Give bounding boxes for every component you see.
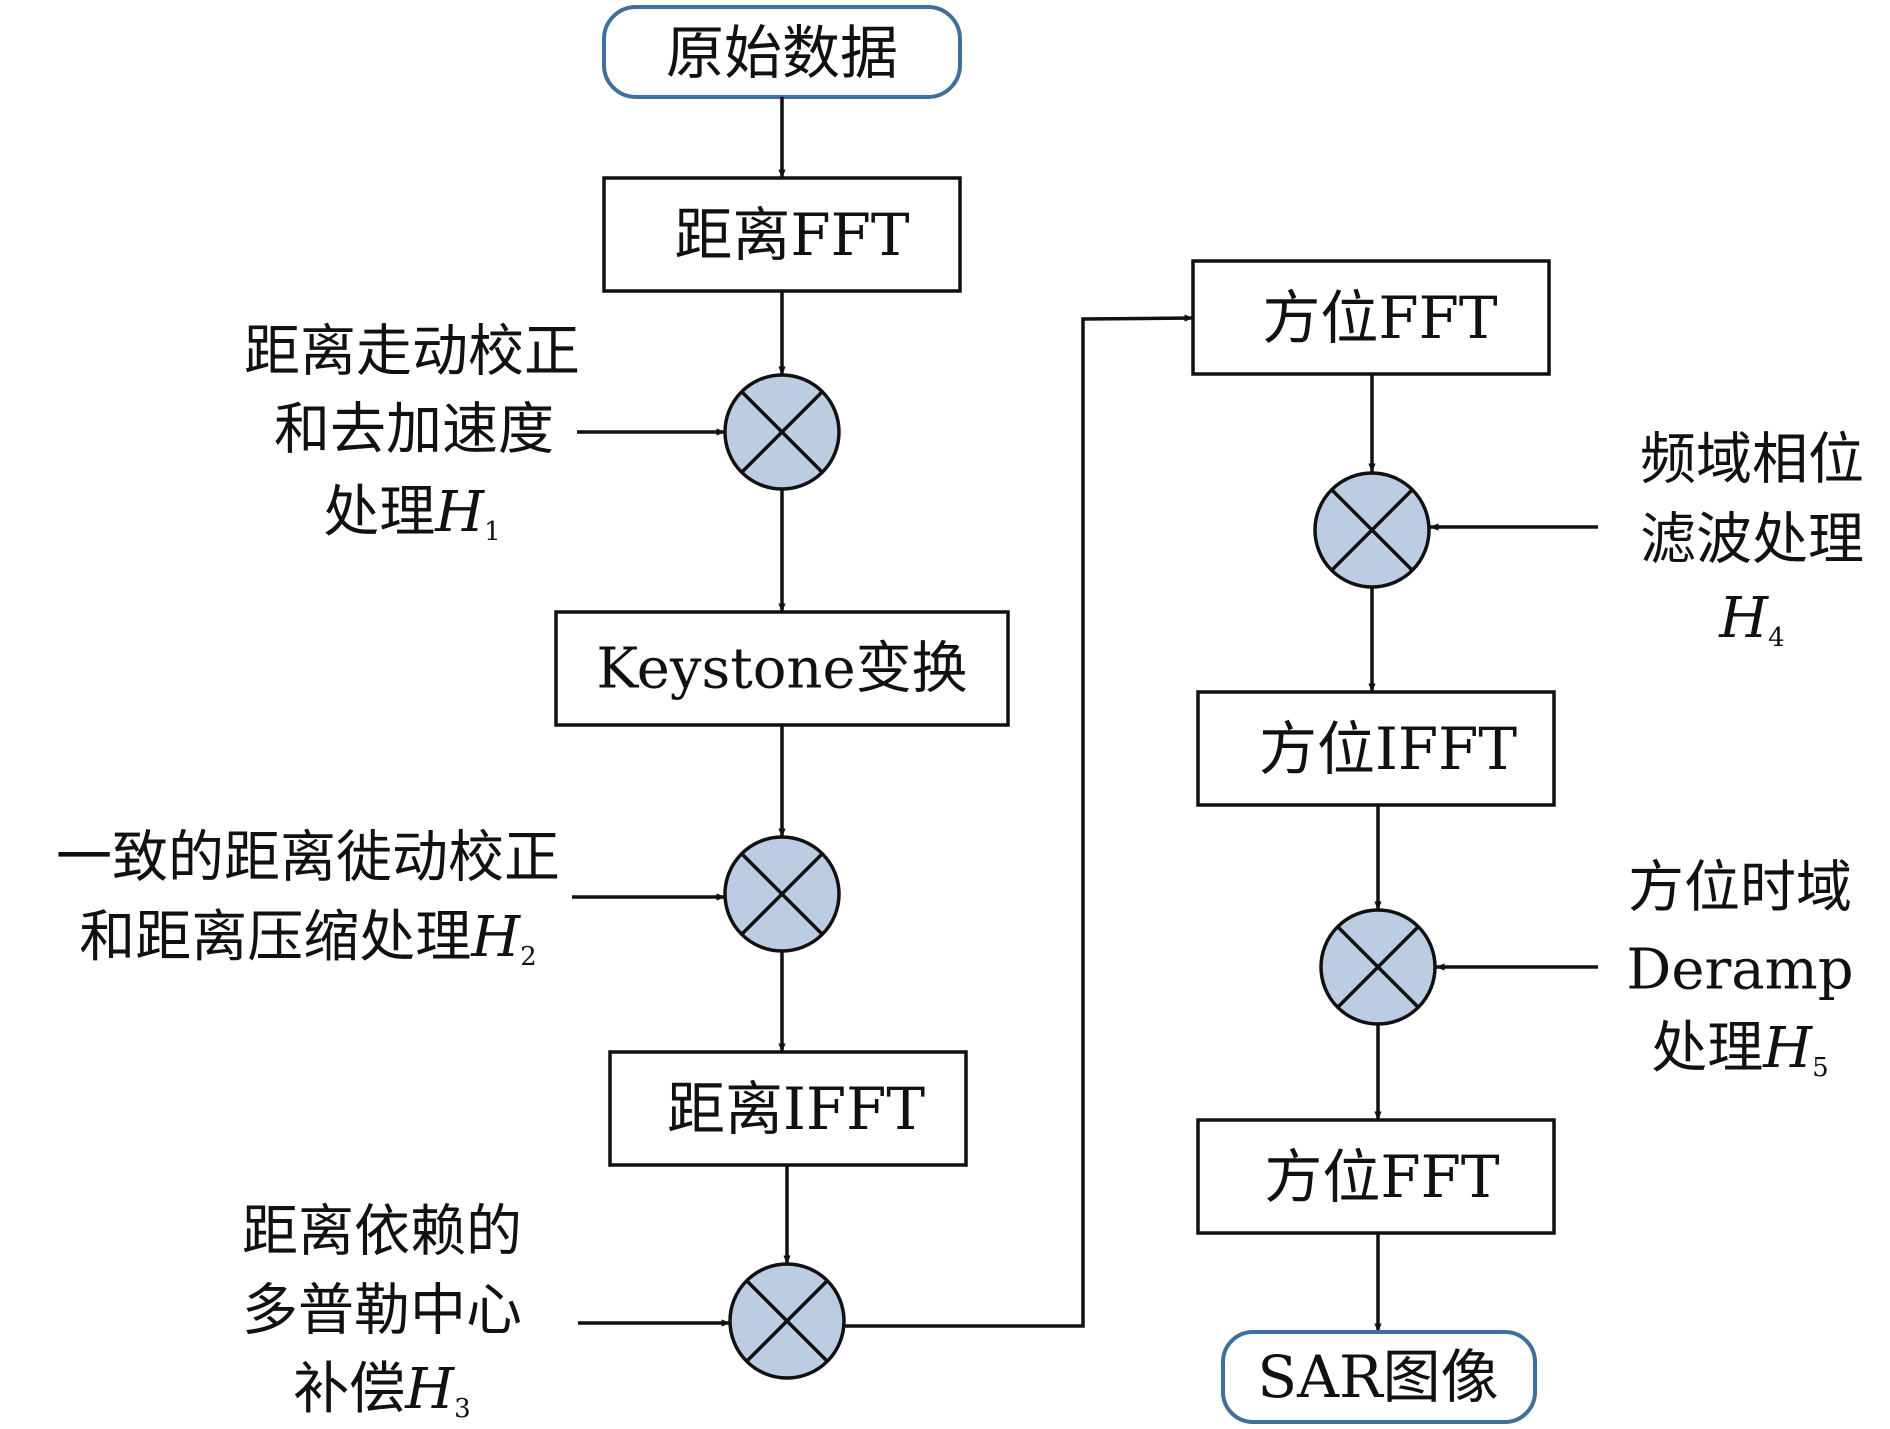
- h5-line-1: 方位时域: [1628, 856, 1852, 921]
- svg-text:处理H1: 处理H1: [323, 480, 500, 548]
- node-azimuth-fft-1-label: 方位FFT: [1262, 284, 1497, 352]
- node-azimuth-ifft-label: 方位IFFT: [1259, 715, 1517, 783]
- h5-subscript: 5: [1812, 1053, 1829, 1083]
- h4-symbol: H: [1718, 586, 1769, 651]
- mixer-1: [723, 373, 841, 491]
- node-start-label: 原始数据: [666, 19, 898, 87]
- svg-text:处理H5: 处理H5: [1651, 1016, 1828, 1084]
- h1-symbol: H: [434, 480, 485, 545]
- svg-text:和距离压缩处理H2: 和距离压缩处理H2: [79, 905, 536, 973]
- h5-symbol: H: [1762, 1016, 1813, 1081]
- mixer-5: [1319, 908, 1437, 1026]
- h2-subscript: 2: [520, 942, 537, 972]
- h4-line-2: 滤波处理: [1640, 508, 1864, 573]
- arrow-mixer-3-to-azimuth-fft: [844, 314, 1194, 1328]
- h1-line-2: 和去加速度: [274, 398, 554, 463]
- h3-symbol: H: [404, 1357, 455, 1422]
- h5-line-2: Deramp: [1626, 938, 1853, 1003]
- node-azimuth-fft-1: 方位FFT: [1191, 259, 1551, 376]
- node-start: 原始数据: [602, 5, 962, 99]
- node-range-fft-label: 距离FFT: [674, 201, 909, 269]
- input-label-h4: 频域相位 滤波处理 H4: [1640, 428, 1864, 654]
- node-end-label: SAR图像: [1257, 1343, 1498, 1411]
- h3-line-3: 补偿: [293, 1357, 405, 1422]
- node-keystone: Keystone变换: [554, 610, 1010, 727]
- svg-text:H4: H4: [1718, 586, 1784, 654]
- mixer-4: [1313, 471, 1431, 589]
- h3-line-1: 距离依赖的: [242, 1200, 522, 1265]
- node-end: SAR图像: [1221, 1330, 1537, 1424]
- mixer-2: [723, 835, 841, 953]
- h1-subscript: 1: [484, 517, 501, 547]
- h5-line-3: 处理: [1651, 1016, 1763, 1081]
- h2-symbol: H: [470, 905, 521, 970]
- node-range-fft: 距离FFT: [602, 176, 962, 293]
- node-azimuth-fft-2-label: 方位FFT: [1264, 1143, 1499, 1211]
- node-range-ifft: 距离IFFT: [608, 1050, 968, 1167]
- input-label-h1: 距离走动校正 和去加速度 处理H1: [244, 320, 580, 548]
- svg-text:补偿H3: 补偿H3: [293, 1357, 470, 1425]
- input-label-h2: 一致的距离徙动校正 和距离压缩处理H2: [56, 826, 560, 973]
- mixer-3: [728, 1262, 846, 1380]
- h2-line-2: 和距离压缩处理: [79, 905, 471, 970]
- h2-line-1: 一致的距离徙动校正: [56, 826, 560, 891]
- h1-line-3: 处理: [323, 480, 435, 545]
- input-label-h3: 距离依赖的 多普勒中心 补偿H3: [242, 1200, 522, 1425]
- h4-subscript: 4: [1768, 623, 1785, 653]
- node-keystone-label: Keystone变换: [596, 637, 967, 702]
- h4-line-1: 频域相位: [1640, 428, 1864, 493]
- h1-line-1: 距离走动校正: [244, 320, 580, 385]
- node-azimuth-fft-2: 方位FFT: [1196, 1118, 1556, 1235]
- h3-subscript: 3: [454, 1394, 471, 1424]
- node-azimuth-ifft: 方位IFFT: [1196, 690, 1556, 807]
- input-label-h5: 方位时域 Deramp 处理H5: [1626, 856, 1853, 1084]
- h3-line-2: 多普勒中心: [242, 1279, 522, 1344]
- node-range-ifft-label: 距离IFFT: [667, 1075, 925, 1143]
